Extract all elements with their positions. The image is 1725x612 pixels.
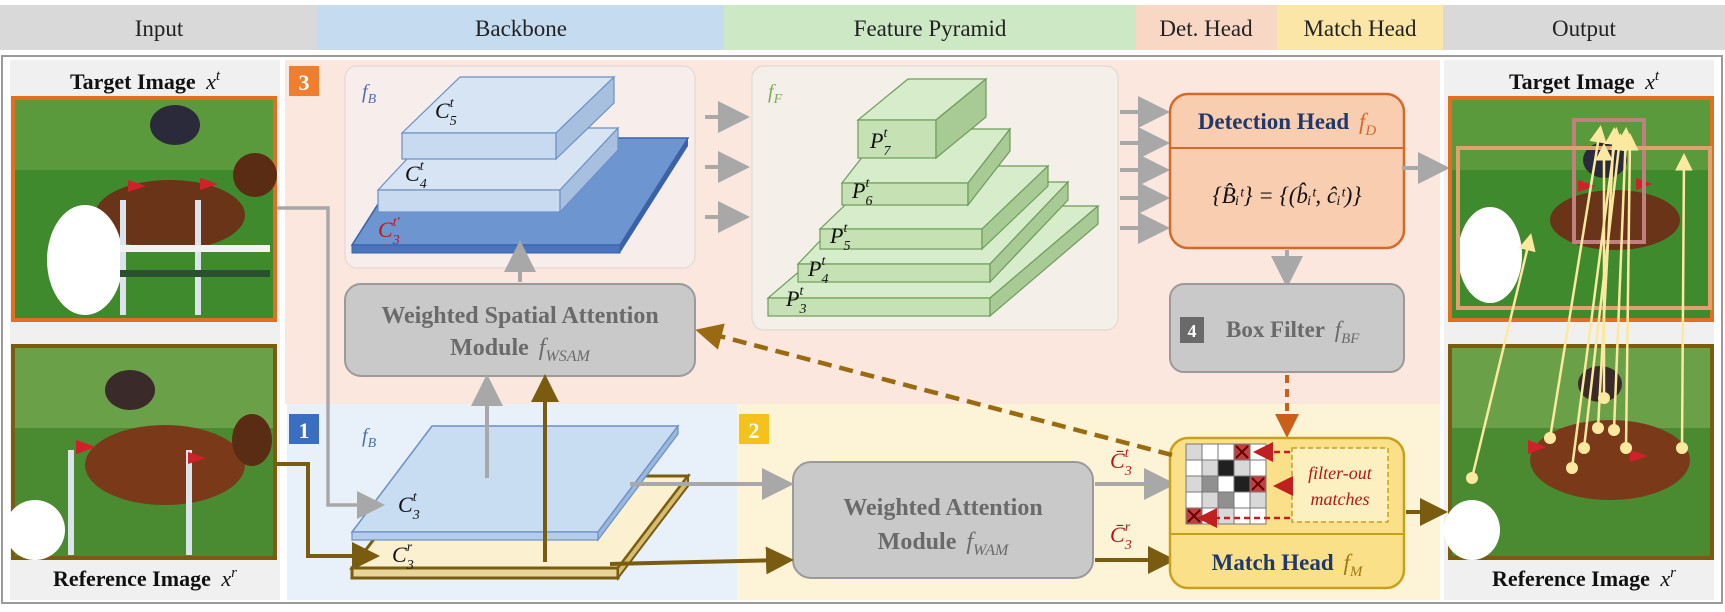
matrix-cell [1233,459,1251,477]
header-input: Input [135,16,184,41]
c3r-label: C3r [392,540,414,573]
c3bar-t-label: C̄3t [1110,446,1132,479]
correspondence-points [1466,392,1688,484]
detection-head: Detection Head fD {B̂ᵢᵗ} = {(b̂ᵢᵗ, ĉᵢᵗ)} [1168,92,1406,250]
header-backbone: Backbone [475,16,567,41]
c5t-label: C5t [435,96,457,129]
c5t-slab [400,75,616,161]
c3r-to-wam-arrow [609,546,794,575]
svg-text:3: 3 [299,70,310,95]
matrix-cell [1185,475,1203,493]
pyramid-level-p7 [856,77,988,160]
matrix-cell [1201,459,1219,477]
step-badge-2: 2 [739,414,769,444]
wam-title: Weighted Attention [843,495,1042,521]
matrix-cell [1217,443,1235,461]
matrix-cross-mark [1251,477,1265,491]
header-match-head: Match Head [1303,16,1417,41]
wsam-module: Weighted Spatial Attention Module fWSAM [344,283,696,377]
fb-label-target: fB [362,81,377,107]
match-head-title: Match Head fM [1212,550,1364,580]
matrix-cell [1249,459,1267,477]
p7-label: P7t [869,126,891,159]
svg-text:Target Image xt: Target Image xt [1509,68,1660,94]
filter-out-line2: matches [1311,489,1370,509]
svg-text:1: 1 [299,418,310,443]
p3-label: P3t [785,284,806,317]
box-filter-title: Box Filter fBF [1226,317,1360,347]
target-input-arrow [277,206,385,519]
matrix-cell [1217,507,1235,525]
matrix-cell [1217,459,1235,477]
p6-label: P6t [851,176,872,209]
detection-formula: {B̂ᵢᵗ} = {(b̂ᵢᵗ, ĉᵢᵗ)} [1213,181,1362,208]
reference-input-arrow [277,462,380,570]
p4-label: P4t [807,254,828,287]
fb-label-reference: fB [362,425,377,451]
matrix-cross-mark [1235,445,1249,459]
correspondence-lines [1470,125,1693,479]
match-head: Match Head fM filter-out matches [1168,436,1406,590]
p5-label: P5t [829,221,850,254]
header-det-head: Det. Head [1159,16,1253,41]
target-image-input: Target Image xt [11,68,277,322]
reference-image-input: Reference Image xr [5,344,277,591]
matrix-cell [1185,459,1203,477]
header-feature-pyramid: Feature Pyramid [854,16,1007,41]
c3bar-r-label: C̄3r [1110,520,1132,553]
matrix-cell [1249,491,1267,509]
filter-out-arrows [1197,442,1293,528]
match-to-wsam-dashed-arrow [695,323,1173,458]
pyramid-to-detection-arrows [1120,96,1170,244]
c4t-label: C4t [405,159,427,192]
reference-image-output: Reference Image xr [1444,344,1714,591]
matrix-cell [1201,443,1219,461]
filter-out-line1: filter-out [1308,463,1373,483]
matrix-cell [1201,475,1219,493]
ff-label: fF [768,81,783,107]
step-badge-1: 1 [289,414,319,444]
svg-text:Target Image xt: Target Image xt [70,68,221,94]
header-output: Output [1552,16,1617,41]
target-image-output: Target Image xt [1448,68,1714,322]
header-bar: Input Backbone Feature Pyramid Det. Head… [0,5,1725,50]
matrix-cell [1233,507,1251,525]
matrix-cell [1201,507,1219,525]
backbone-to-pyramid-arrows [705,101,750,233]
matrix-cell [1201,491,1219,509]
step-badge-3: 3 [289,66,319,96]
detection-head-title: Detection Head fD [1198,109,1377,139]
matrix-cell [1249,507,1267,525]
step-badge-4: 4 [1188,321,1197,341]
c3t-label: C3t [398,490,420,523]
matrix-cell [1217,475,1235,493]
match-matrix [1185,443,1267,525]
svg-text:Reference Image xr: Reference Image xr [1492,565,1676,591]
c3t-prime-label: C3t′ [378,215,401,248]
wam-module: Weighted Attention Module fWAM [792,461,1094,579]
matrix-cell [1185,491,1203,509]
box-filter: 4 Box Filter fBF [1169,283,1405,373]
wsam-subtitle: Module fWSAM [450,335,591,365]
svg-text:Reference Image xr: Reference Image xr [53,565,237,591]
wsam-title: Weighted Spatial Attention [381,303,658,329]
svg-text:2: 2 [749,418,760,443]
matrix-cell [1185,443,1203,461]
matrix-cell [1233,475,1251,493]
matrix-cell [1233,491,1251,509]
wam-subtitle: Module fWAM [878,529,1010,559]
matrix-cell [1217,491,1235,509]
